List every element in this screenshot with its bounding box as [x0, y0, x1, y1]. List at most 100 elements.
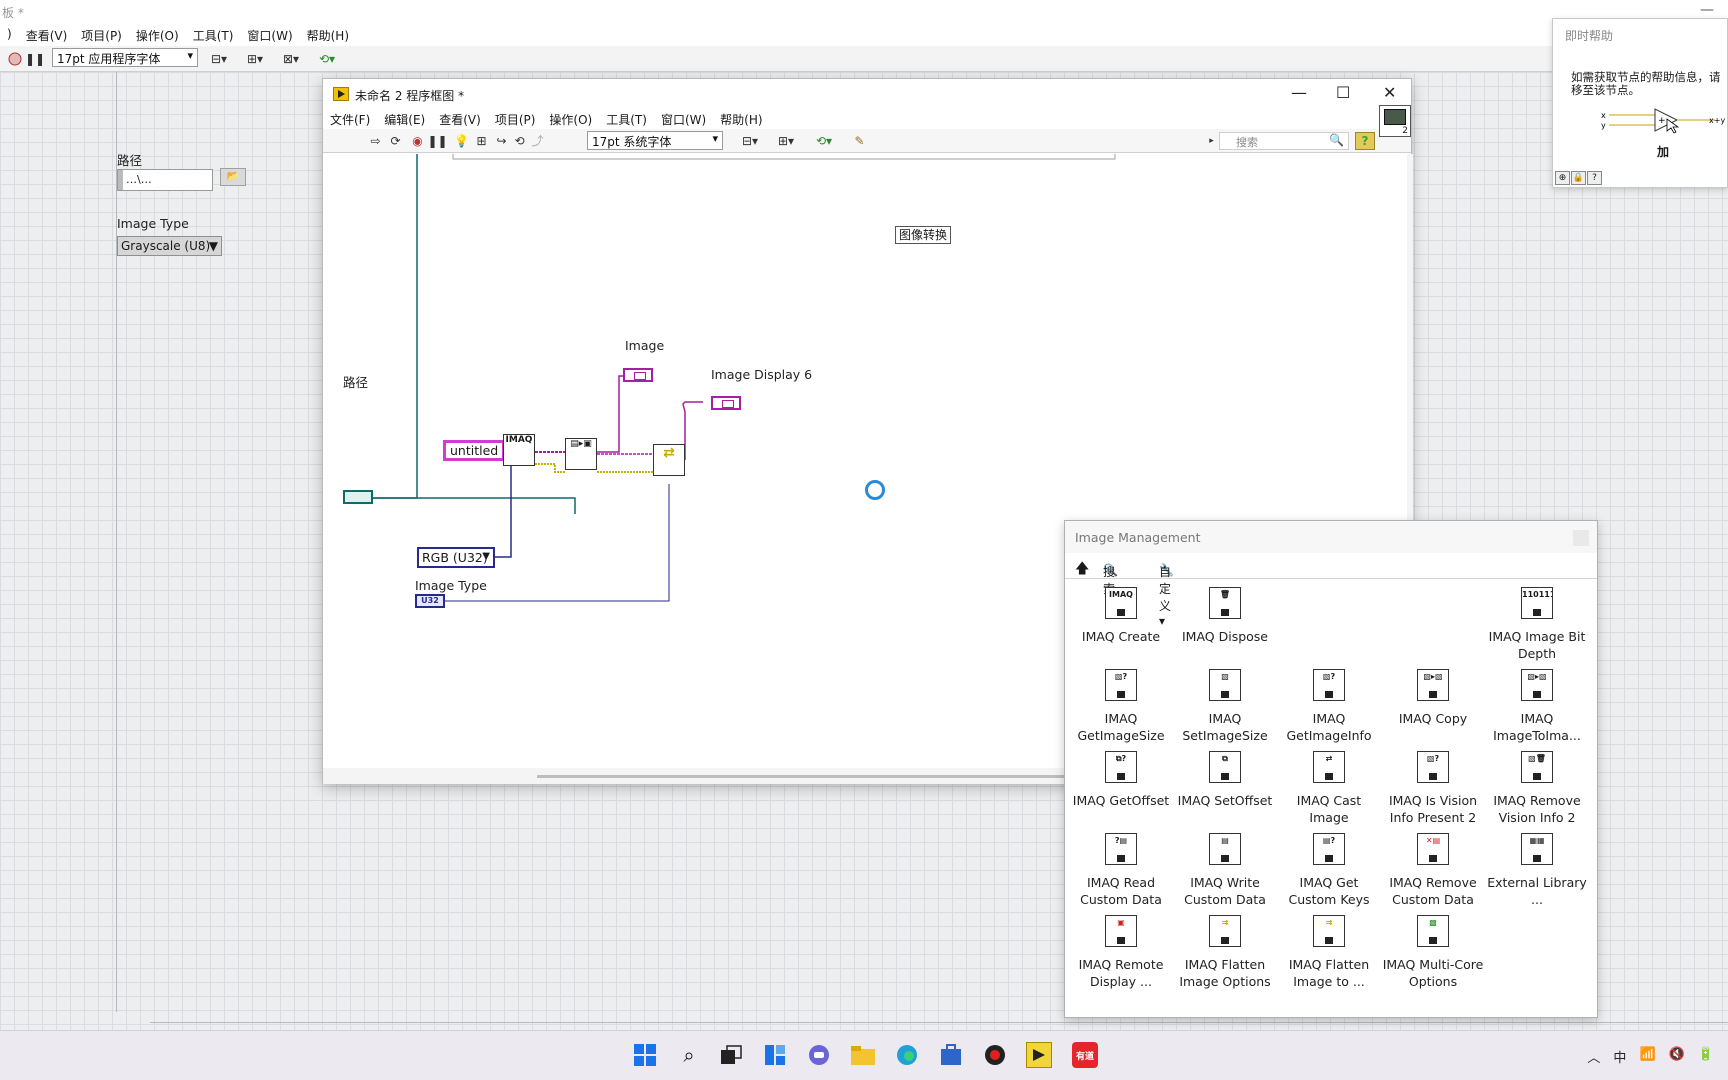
palette-item-image-to-image[interactable]: ▧▸▧IMAQ ImageToIma... [1485, 669, 1589, 744]
abort-icon[interactable]: ◉ [412, 133, 423, 148]
bd-menu-operate[interactable]: 操作(O) [549, 113, 593, 127]
palette-item-get-image-info[interactable]: ▧?IMAQ GetImageInfo [1277, 669, 1381, 744]
bd-menu-project[interactable]: 项目(P) [494, 113, 536, 127]
simple-help-icon[interactable]: ⊕ [1555, 171, 1570, 185]
fp-menu-window[interactable]: 窗口(W) [247, 29, 293, 43]
fp-menu-help[interactable]: 帮助(H) [306, 29, 350, 43]
reorder-icon[interactable]: ⟲▾ [318, 52, 336, 66]
palette-item-imaq-dispose[interactable]: 🗑IMAQ Dispose [1173, 587, 1277, 645]
run-continuously-icon[interactable]: ⟳ [390, 133, 401, 148]
palette-item-set-image-size[interactable]: ▧IMAQ SetImageSize [1173, 669, 1277, 744]
free-label-image-conversion[interactable]: 图像转换 [895, 226, 952, 244]
fp-menu-tools[interactable]: 工具(T) [192, 29, 234, 43]
minimize-icon[interactable]: — [1700, 2, 1714, 18]
search-icon[interactable]: ⌕ [683, 1043, 695, 1067]
imaq-cast-image-node[interactable]: ⇄ [653, 444, 685, 476]
bd-menu-file[interactable]: 文件(F) [330, 113, 371, 127]
palette-item-write-custom-data[interactable]: ▤IMAQ Write Custom Data [1173, 833, 1277, 908]
vi-icon[interactable]: 2 [1379, 105, 1411, 137]
bd-menu-edit[interactable]: 编辑(E) [384, 113, 426, 127]
file-explorer-icon[interactable] [850, 1042, 876, 1068]
palette-item-external-library[interactable]: ▦▦External Library ... [1485, 833, 1589, 908]
search-input[interactable]: 搜索 🔍 [1219, 132, 1349, 150]
palette-item-read-custom-data[interactable]: ?▤IMAQ Read Custom Data [1069, 833, 1173, 908]
image-type-terminal[interactable]: U32 [415, 594, 445, 608]
image-type-ring[interactable]: Grayscale (U8) ▼ [117, 236, 222, 256]
palette-item-remote-display[interactable]: ▣IMAQ Remote Display ... [1069, 915, 1173, 990]
palette-item-imaq-bit-depth[interactable]: 11011110IMAQ Image Bit Depth [1485, 587, 1589, 662]
step-into-icon[interactable]: ↪ [496, 133, 507, 148]
youdao-dict-icon[interactable]: 有道 [1072, 1042, 1098, 1068]
palette-item-imaq-copy[interactable]: ▧▸▧IMAQ Copy [1381, 669, 1485, 727]
diagram-canvas[interactable]: 图像转换 Image Image Display 6 路径 untitled I… [323, 154, 1407, 768]
record-app-icon[interactable] [982, 1042, 1008, 1068]
image-type-constant[interactable]: RGB (U32) ▼ [417, 547, 495, 568]
labview-taskbar-icon[interactable] [1026, 1042, 1052, 1068]
run-arrow-icon[interactable]: ⇨ [370, 133, 381, 148]
bd-font-select[interactable]: 17pt 系统字体 [587, 131, 723, 150]
detailed-help-icon[interactable]: ? [1587, 171, 1602, 185]
browse-button[interactable]: 📂 [220, 168, 246, 186]
palette-item-cast-image[interactable]: ⇄IMAQ Cast Image [1277, 751, 1381, 826]
palette-item-get-custom-keys[interactable]: ▤?IMAQ Get Custom Keys [1277, 833, 1381, 908]
palette-item-flatten-image-to-string[interactable]: ⇉IMAQ Flatten Image to ... [1277, 915, 1381, 990]
align-icon[interactable]: ⊟▾ [741, 133, 759, 148]
search-expand-icon[interactable]: ▸ [1209, 135, 1214, 146]
image-name-constant[interactable]: untitled [443, 440, 506, 461]
image-display-terminal[interactable] [711, 396, 741, 410]
fp-font-select[interactable]: 17pt 应用程序字体 [52, 48, 198, 67]
maximize-icon[interactable]: ☐ [1336, 83, 1351, 102]
palette-item-set-offset[interactable]: ⧉IMAQ SetOffset [1173, 751, 1277, 809]
clean-up-diagram-icon[interactable]: ✎ [854, 133, 865, 148]
up-arrow-icon[interactable]: 🡅 [1075, 561, 1090, 577]
palette-item-remove-vision-info[interactable]: ▧🗑IMAQ Remove Vision Info 2 [1485, 751, 1589, 826]
palette-item-remove-custom-data[interactable]: ✕▤IMAQ Remove Custom Data [1381, 833, 1485, 908]
tray-overflow-chevron-icon[interactable]: ︿ [1587, 1051, 1601, 1066]
wifi-icon[interactable]: 📶 [1639, 1047, 1656, 1062]
fp-menu-project[interactable]: 项目(P) [81, 29, 122, 43]
pause-icon[interactable]: ❚❚ [24, 52, 46, 66]
imaq-readfile-node[interactable]: ▤▸▣ [565, 438, 597, 470]
close-icon[interactable]: ✕ [1383, 83, 1397, 102]
retain-wire-values-icon[interactable]: ⊞ [476, 133, 487, 148]
edge-browser-icon[interactable] [894, 1042, 920, 1068]
palette-item-is-vision-info-present[interactable]: ▧?IMAQ Is Vision Info Present 2 [1381, 751, 1485, 826]
battery-icon[interactable]: 🔋 [1697, 1047, 1714, 1062]
align-icon[interactable]: ⊟▾ [210, 52, 228, 66]
palette-close-icon[interactable] [1573, 530, 1589, 546]
bd-menu-window[interactable]: 窗口(W) [660, 113, 707, 127]
ime-indicator[interactable]: 中 [1613, 1051, 1627, 1066]
fp-menu-operate[interactable]: 操作(O) [135, 29, 179, 43]
horizontal-scroll-thumb[interactable] [537, 775, 1097, 778]
palette-item-get-offset[interactable]: ⧉?IMAQ GetOffset [1069, 751, 1173, 809]
bd-menu-view[interactable]: 查看(V) [439, 113, 481, 127]
imaq-create-node[interactable]: IMAQ [503, 434, 535, 466]
path-control-terminal[interactable] [343, 490, 373, 504]
fp-menu-view[interactable]: 查看(V) [25, 29, 68, 43]
step-over-icon[interactable]: ⟲ [514, 133, 525, 148]
image-indicator-terminal[interactable] [623, 368, 653, 382]
highlight-execution-icon[interactable]: 💡 [454, 133, 469, 148]
windows-start-icon[interactable] [632, 1042, 658, 1068]
palette-item-get-image-size[interactable]: ▧?IMAQ GetImageSize [1069, 669, 1173, 744]
distribute-icon[interactable]: ⊞▾ [777, 133, 795, 148]
search-icon[interactable]: 🔍 [1329, 133, 1344, 147]
lock-help-icon[interactable]: 🔒 [1571, 171, 1586, 185]
task-view-icon[interactable] [718, 1042, 744, 1068]
minimize-icon[interactable]: — [1291, 83, 1307, 102]
bd-menu-tools[interactable]: 工具(T) [606, 113, 647, 127]
bd-menu-help[interactable]: 帮助(H) [720, 113, 763, 127]
path-control[interactable]: …\… [117, 169, 213, 191]
widgets-icon[interactable] [762, 1042, 788, 1068]
context-help-button[interactable]: ? [1355, 132, 1375, 150]
resize-icon[interactable]: ⊠▾ [282, 52, 300, 66]
palette-item-flatten-image-options[interactable]: ⇉IMAQ Flatten Image Options [1173, 915, 1277, 990]
store-icon[interactable] [938, 1042, 964, 1068]
palette-item-multi-core-options[interactable]: ▩IMAQ Multi-Core Options [1381, 915, 1485, 990]
pause-icon[interactable]: ❚❚ [427, 133, 448, 148]
volume-muted-icon[interactable]: 🔇 [1668, 1047, 1685, 1062]
reorder-icon[interactable]: ⟲▾ [815, 133, 833, 148]
abort-icon[interactable] [6, 50, 24, 68]
distribute-icon[interactable]: ⊞▾ [246, 52, 264, 66]
